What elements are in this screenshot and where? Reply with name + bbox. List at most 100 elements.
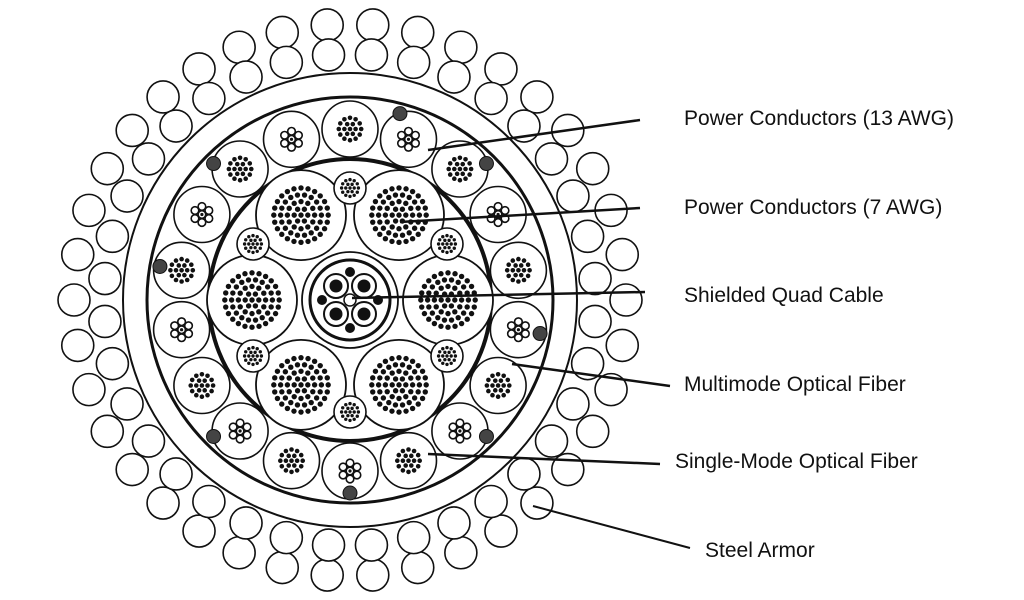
armor-wire-outer (575, 414, 610, 449)
armor-wire-outer (146, 80, 180, 114)
armor-wire-inner (229, 60, 263, 94)
armor-wire-outer (520, 80, 554, 114)
armor-wire-outer (484, 52, 518, 86)
filler-strand (478, 428, 494, 444)
armor-wire-inner (311, 38, 346, 72)
optical-fiber-element (489, 300, 548, 359)
armor-wire-inner (110, 387, 144, 421)
armor-wire-outer (400, 550, 435, 585)
armor-wire-outer (265, 15, 300, 50)
armor-wire-inner (437, 60, 471, 94)
armor-wire-outer (90, 414, 125, 449)
armor-wire-inner (396, 520, 431, 555)
armor-wire-inner (354, 528, 389, 562)
armor-wire-inner (95, 346, 130, 381)
filler-strand (152, 258, 168, 274)
filler-strand (532, 326, 548, 342)
armor-wire-inner (534, 424, 569, 458)
quad-conductor (351, 273, 377, 299)
armor-wire-inner (578, 261, 612, 296)
optical-fiber-element (431, 402, 489, 460)
optical-fiber-element (379, 110, 438, 169)
armor-wire-outer (182, 514, 216, 548)
optical-fiber-element (211, 402, 269, 460)
label-power-7awg: Power Conductors (7 AWG) (684, 196, 942, 219)
armor-wire-inner (229, 506, 263, 540)
armor-wire-outer (355, 8, 390, 42)
armor-wire-inner (159, 109, 193, 143)
leader-line-multimode-fiber (511, 362, 671, 388)
armor-wire-outer (575, 151, 610, 186)
core-filler-element (333, 171, 367, 205)
armor-wire-outer (400, 15, 435, 50)
armor-wire-inner (131, 142, 166, 176)
armor-wire-outer (57, 283, 91, 317)
filler-strand (478, 156, 494, 172)
armor-wire-inner (534, 142, 569, 176)
armor-wire-inner (570, 346, 605, 381)
armor-wire-inner (131, 424, 166, 458)
power-conductor-13awg (321, 100, 379, 158)
core-filler-element (430, 227, 464, 261)
power-conductor-13awg (173, 356, 231, 415)
optical-fiber-element (262, 110, 321, 169)
armor-wire-outer (146, 486, 180, 520)
core-filler-element (236, 227, 270, 261)
armor-wire-outer (265, 550, 300, 585)
steel-armor-wires (57, 8, 643, 592)
armor-wire-inner (192, 81, 226, 116)
armor-wire-outer (60, 237, 95, 272)
core-filler-element (430, 339, 464, 373)
armor-wire-inner (159, 457, 193, 491)
leader-line-power-13awg (427, 118, 641, 152)
armor-wire-inner (354, 38, 389, 72)
armor-wire-inner (556, 179, 590, 213)
armor-wire-outer (605, 328, 640, 363)
armor-wire-outer (72, 193, 106, 228)
armor-wire-outer (310, 8, 345, 42)
power-conductor-13awg (211, 140, 269, 198)
label-multimode-fiber: Multimode Optical Fiber (684, 373, 906, 396)
armor-wire-outer (310, 558, 345, 592)
armor-wire-outer (444, 30, 478, 65)
armor-wire-inner (110, 179, 144, 213)
filler-strand (342, 485, 358, 501)
filler-strand (206, 428, 222, 444)
armor-wire-outer (484, 514, 518, 548)
armor-wire-outer (594, 372, 628, 407)
armor-wire-outer (222, 30, 256, 65)
filler-strand (392, 106, 408, 122)
armor-wire-outer (60, 328, 95, 363)
armor-wire-inner (396, 45, 431, 80)
outer-element-ring (152, 100, 548, 501)
power-conductor-7awg (206, 254, 298, 346)
label-shielded-quad: Shielded Quad Cable (684, 284, 884, 307)
armor-wire-outer (90, 151, 125, 186)
armor-wire-outer (605, 237, 640, 272)
optical-fiber-element (469, 185, 527, 244)
core-filler-element (333, 395, 367, 429)
leader-line-power-7awg (399, 206, 641, 224)
power-conductor-13awg (379, 431, 438, 490)
armor-wire-inner (88, 261, 122, 296)
core-filler-element (236, 339, 270, 373)
power-conductor-7awg (255, 169, 347, 262)
armor-wire-outer (444, 535, 478, 570)
filler-strand (206, 156, 222, 172)
armor-wire-outer (182, 52, 216, 86)
leader-line-steel-armor (532, 505, 691, 549)
power-conductor-7awg (255, 338, 347, 431)
armor-wire-outer (355, 558, 390, 592)
armor-wire-outer (520, 486, 554, 520)
optical-fiber-element (173, 185, 231, 244)
armor-wire-outer (115, 113, 149, 148)
armor-wire-outer (72, 372, 106, 407)
armor-wire-inner (95, 219, 130, 254)
armor-wire-inner (570, 219, 605, 254)
armor-wire-inner (192, 484, 226, 519)
label-power-13awg: Power Conductors (13 AWG) (684, 107, 954, 130)
power-conductor-7awg (353, 169, 445, 262)
armor-wire-outer (222, 535, 256, 570)
quad-conductor (323, 273, 349, 299)
